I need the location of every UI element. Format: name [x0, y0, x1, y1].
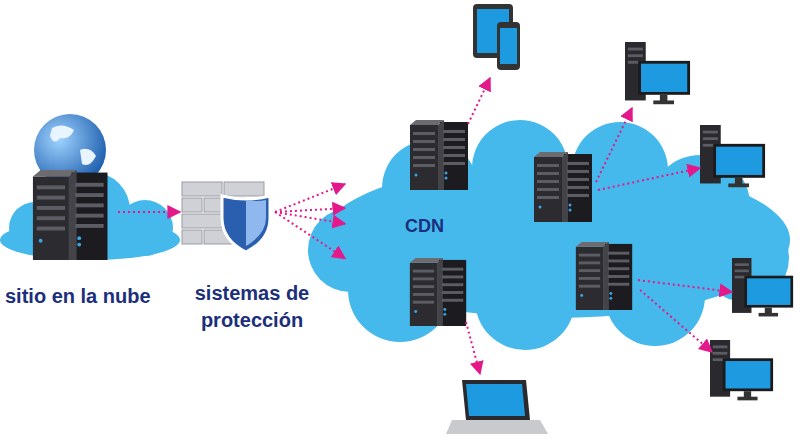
node-label: sistemas de protección [182, 280, 322, 334]
desktop-pc [732, 258, 793, 316]
flow-arrow [118, 211, 180, 213]
cdn-node: CDN [345, 118, 790, 345]
desktop-pc [710, 340, 773, 400]
delivery-arrows [466, 78, 732, 374]
tablet-phone [473, 4, 520, 70]
shield [222, 196, 270, 252]
flow-arrow [275, 212, 345, 224]
globe-land [50, 125, 96, 165]
laptop [446, 380, 548, 434]
origin-server [33, 170, 108, 260]
edge-server [410, 258, 466, 326]
cdn-cloud [308, 120, 790, 350]
node-label: CDN [405, 213, 444, 240]
flow-arrow [275, 184, 345, 212]
shield-highlight [246, 200, 266, 246]
edge-server [576, 242, 632, 310]
flow-arrow [275, 212, 345, 258]
flow-arrow [275, 208, 345, 212]
edge-server [410, 120, 468, 190]
site-node: sitio en la nube [20, 170, 118, 260]
node-label: sitio en la nube [5, 283, 151, 310]
desktop-pc [700, 125, 765, 187]
desktop-pc [625, 42, 690, 104]
edge-server [534, 152, 592, 222]
protection-node: sistemas de protección [180, 180, 275, 248]
